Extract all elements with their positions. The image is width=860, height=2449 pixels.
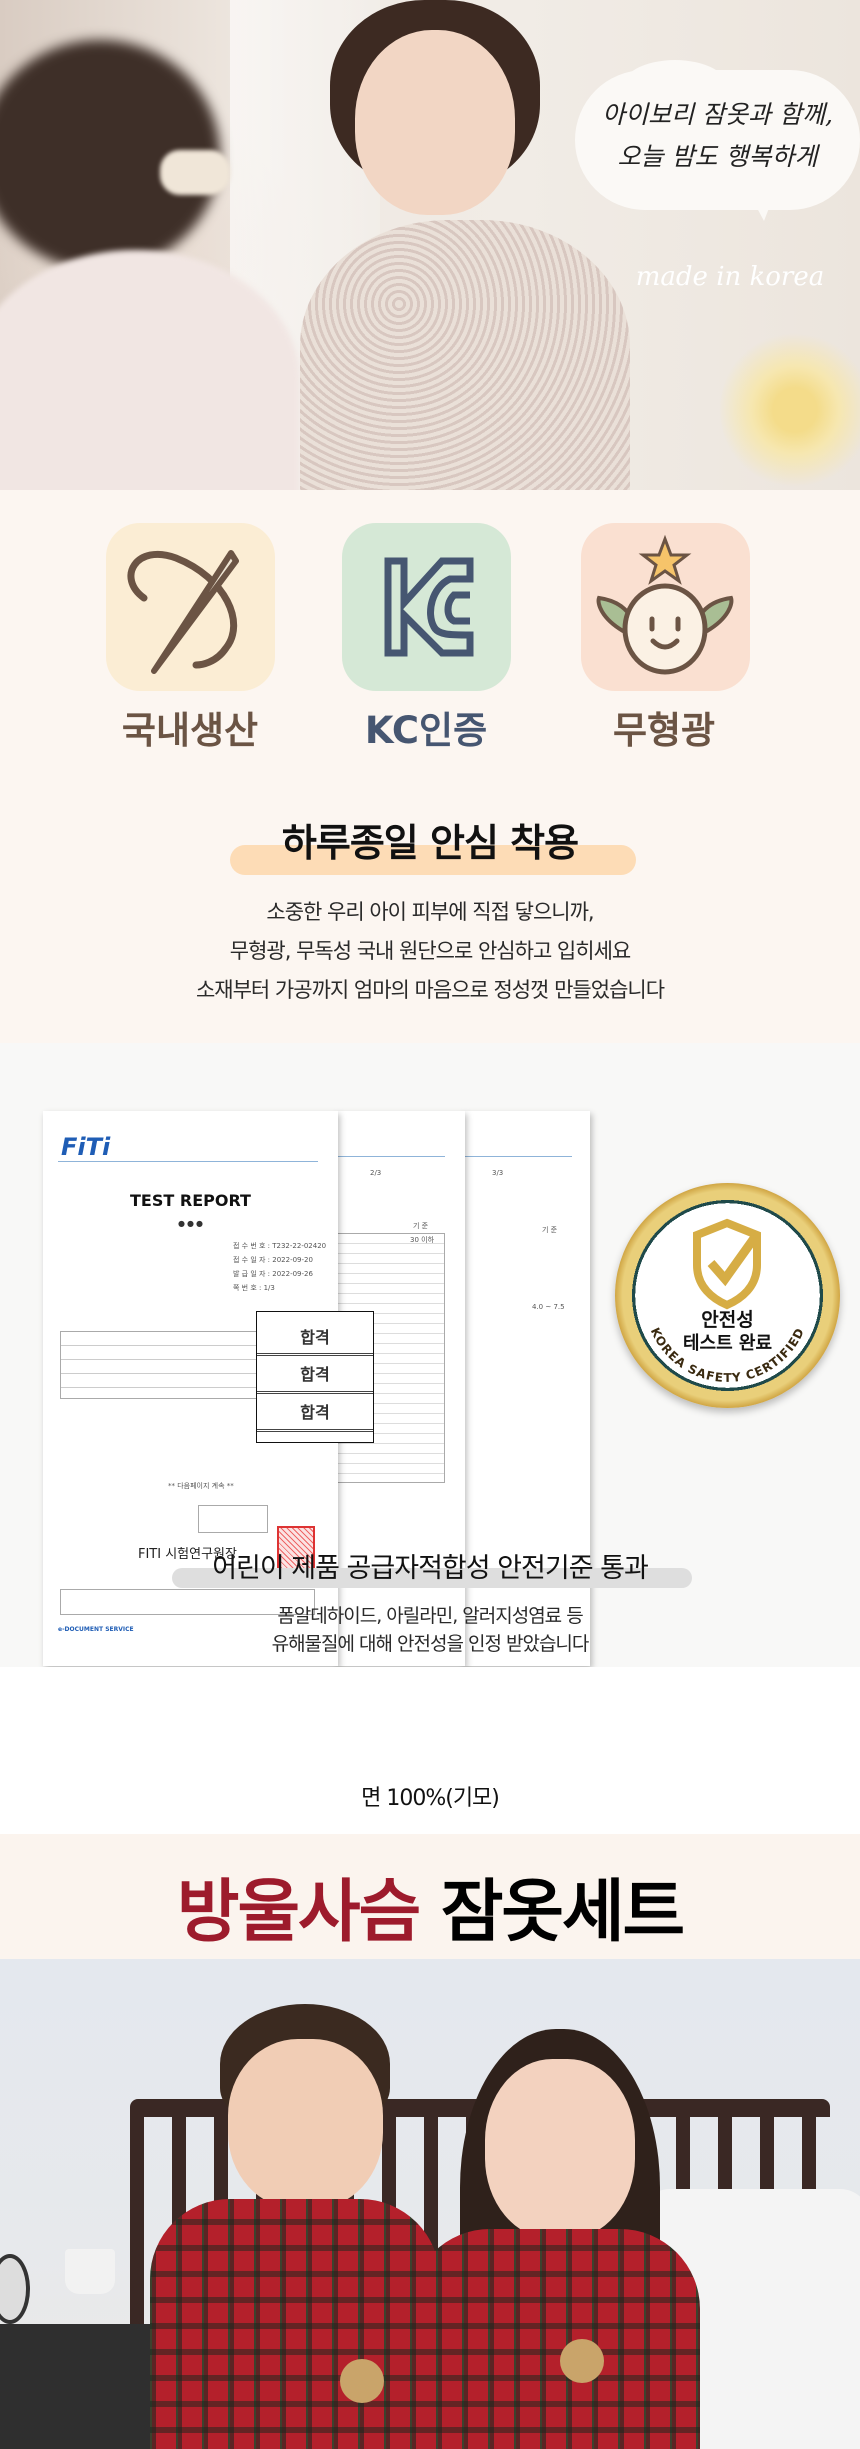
product-title: 방울사슴 잠옷세트	[0, 1856, 860, 1955]
girl-face	[355, 30, 515, 215]
deer-patch	[560, 2339, 604, 2383]
feature-label-domestic: 국내생산	[121, 709, 259, 752]
confirm-box	[198, 1505, 268, 1533]
limit-value: 30 이하	[410, 1236, 435, 1244]
safety-sub-1: 폼알데하이드, 아릴라민, 알러지성염료 등	[277, 1605, 583, 1627]
product-name-rest: 잠옷세트	[440, 1873, 685, 1952]
speech-line-2: 오늘 밤도 행복하게	[617, 142, 818, 171]
field-label: 접 수 번 호	[233, 1242, 266, 1250]
field-value: 2022-09-20	[272, 1256, 313, 1264]
boy-pajama	[150, 2199, 440, 2449]
safety-test-section: 3/3 기 준 4.0 ~ 7.5 2/3 기 준 30 이하 FiTi TES…	[0, 1043, 860, 1667]
pass-result-3: 합격	[257, 1394, 373, 1432]
girl-face-bottom	[485, 2059, 635, 2239]
speech-line-1: 아이보리 잠옷과 함께,	[602, 100, 833, 129]
field-label: 접 수 일 자	[233, 1256, 266, 1264]
report-title: TEST REPORT	[130, 1191, 251, 1210]
nightstand	[0, 2324, 160, 2449]
material-section: 면 100%(기모)	[0, 1667, 860, 1834]
features-headline: 하루종일 안심 착용	[281, 821, 579, 865]
pass-results-callout: 합격 합격 합격	[256, 1311, 374, 1443]
features-body-3: 소재부터 가공까지 엄마의 마음으로 정성껏 만들었습니다	[195, 978, 665, 1002]
doc-verify-box	[60, 1589, 315, 1615]
headline-highlight	[230, 845, 636, 875]
child-back-shoulder	[0, 250, 300, 490]
safety-sub-2: 유해물질에 대해 안전성을 인정 받았습니다	[271, 1633, 590, 1655]
girl-pajama	[300, 220, 630, 490]
page-2-col-header: 기 준	[413, 1222, 429, 1230]
made-in-korea: made in korea	[635, 262, 825, 292]
kc-mark-icon	[342, 523, 511, 691]
girl-pajama-bottom	[410, 2229, 700, 2449]
results-table	[60, 1331, 260, 1399]
product-title-band: 방울사슴 잠옷세트	[0, 1834, 860, 1959]
caption-highlight	[172, 1568, 692, 1588]
hair-clip	[160, 150, 230, 195]
feature-label-kc: KC인증	[364, 709, 488, 752]
mug	[65, 2249, 115, 2294]
product-name-accent: 방울사슴	[176, 1873, 421, 1952]
pass-result-1: 합격	[257, 1320, 373, 1356]
hero-banner: 아이보리 잠옷과 함께, 오늘 밤도 행복하게 made in korea	[0, 0, 860, 490]
page-3-number: 3/3	[492, 1169, 504, 1177]
page-3-col-header: 기 준	[542, 1226, 558, 1234]
signer: FITI 시험연구원장	[138, 1547, 237, 1562]
badge-line-1: 안전성	[701, 1309, 754, 1331]
field-value: 2022-09-26	[272, 1270, 313, 1278]
deer-patch	[340, 2359, 384, 2403]
shield-check-icon	[693, 1218, 761, 1310]
features-body-2: 무형광, 무독성 국내 원단으로 안심하고 입히세요	[229, 939, 631, 963]
fiti-logo: FiTi	[61, 1133, 111, 1161]
needle-thread-icon	[106, 523, 275, 691]
continued-note: ** 다음페이지 계속 **	[168, 1482, 234, 1490]
features-section: 국내생산 KC인증 무형광 하루종일 안심 착용 소중한 우리 아이 피부에 직…	[0, 490, 860, 1043]
product-photo	[0, 1959, 860, 2449]
clock	[0, 2254, 30, 2324]
boy-face	[228, 2039, 383, 2209]
badge-line-2: 테스트 완료	[682, 1333, 773, 1354]
ph-value: 4.0 ~ 7.5	[532, 1303, 565, 1311]
feature-label-nonfluorescent: 무형광	[612, 709, 716, 752]
features-body-1: 소중한 우리 아이 피부에 직접 닿으니까,	[266, 900, 594, 924]
field-label: 발 급 일 자	[233, 1270, 266, 1278]
page-2-number: 2/3	[370, 1169, 382, 1177]
pass-result-2: 합격	[257, 1356, 373, 1394]
safety-certified-badge: KOREA SAFETY CERTIFIED 안전성 테스트 완료	[615, 1183, 840, 1408]
material-label: 면 100%(기모)	[361, 1786, 500, 1811]
safety-caption: 어린이 제품 공급자적합성 안전기준 통과	[212, 1553, 649, 1584]
smiling-sprout-icon	[581, 523, 750, 691]
field-label: 쪽 번 호	[233, 1284, 257, 1292]
e-document-service: e-DOCUMENT SERVICE	[58, 1626, 134, 1633]
field-value: 1/3	[263, 1284, 275, 1292]
flower	[720, 330, 860, 490]
field-value: T232-22-02420	[272, 1242, 327, 1250]
page-dots: ●●●	[178, 1219, 205, 1228]
